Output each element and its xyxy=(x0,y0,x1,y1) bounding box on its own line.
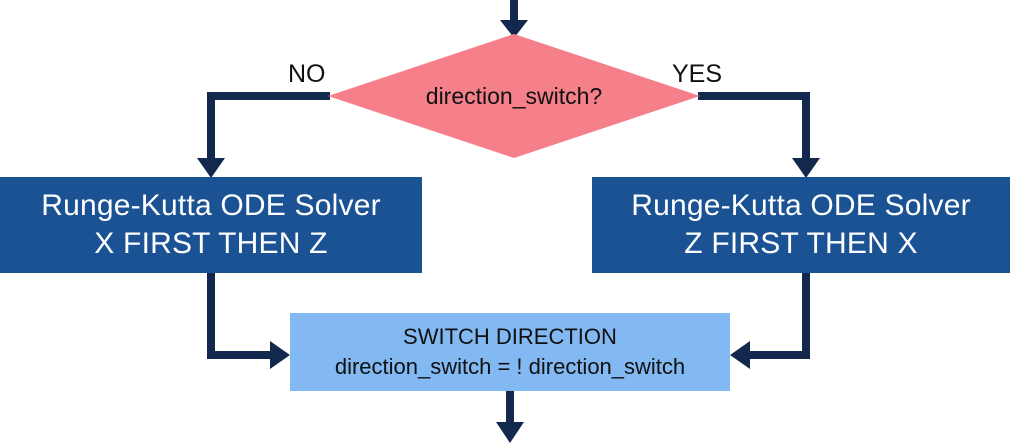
connector-no-branch xyxy=(197,92,330,178)
connector-right-solver-to-switch xyxy=(730,272,810,369)
solver-z-first-line-1: Runge-Kutta ODE Solver xyxy=(631,189,971,222)
solver-x-first-line-2: X FIRST THEN Z xyxy=(94,227,328,260)
connector-yes-branch xyxy=(698,92,820,178)
process-node-solver-z-first[interactable]: Runge-Kutta ODE Solver Z FIRST THEN X xyxy=(592,177,1010,273)
branch-label-no: NO xyxy=(288,60,326,88)
switch-direction-line-1: SWITCH DIRECTION xyxy=(403,324,617,349)
solver-x-first-line-1: Runge-Kutta ODE Solver xyxy=(41,189,381,222)
action-node-switch-direction[interactable]: SWITCH DIRECTION direction_switch = ! di… xyxy=(290,313,730,391)
process-node-solver-x-first[interactable]: Runge-Kutta ODE Solver X FIRST THEN Z xyxy=(0,177,422,273)
connector-left-solver-to-switch xyxy=(207,272,290,369)
solver-z-first-line-2: Z FIRST THEN X xyxy=(684,227,918,260)
switch-direction-line-2: direction_switch = ! direction_switch xyxy=(334,354,686,379)
connector-exit-from-switch xyxy=(496,391,524,443)
decision-node-label: direction_switch? xyxy=(425,83,603,109)
connector-entry-to-decision xyxy=(500,0,528,38)
decision-node-direction-switch[interactable]: direction_switch? xyxy=(328,34,700,158)
branch-label-yes: YES xyxy=(672,60,723,88)
